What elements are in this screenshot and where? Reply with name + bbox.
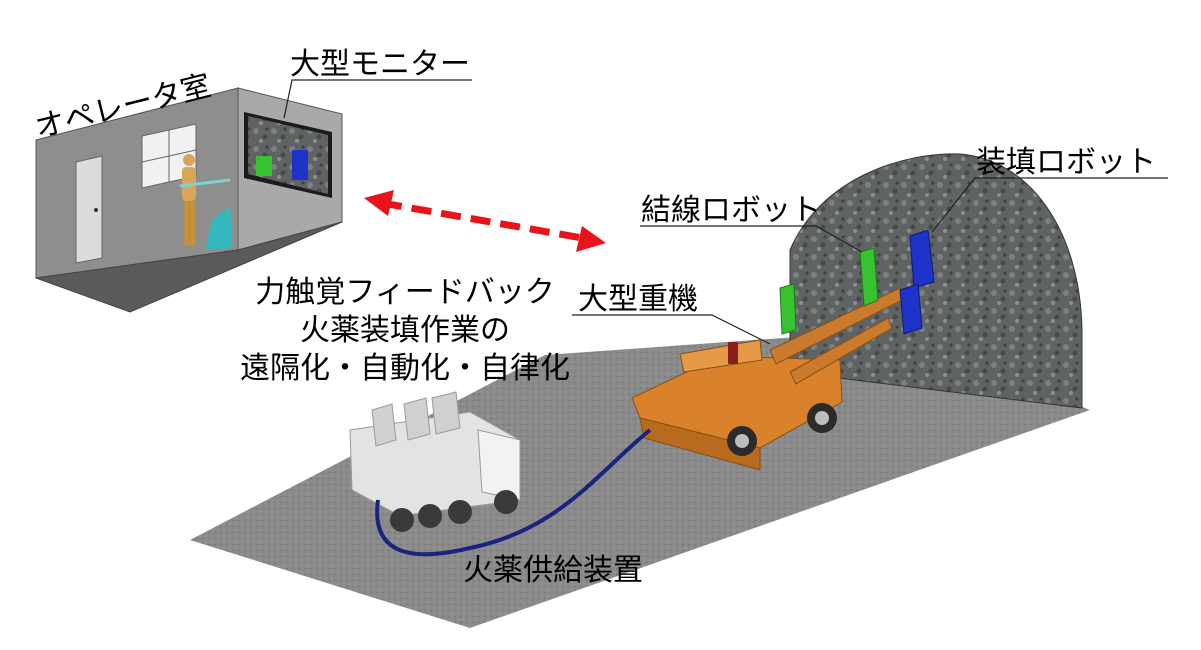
door xyxy=(76,156,102,263)
label-binding-robot: 結線ロボット xyxy=(641,193,821,228)
label-heavy-machine: 大型重機 xyxy=(578,282,698,317)
leader-heavy-machine xyxy=(572,315,770,344)
communication-arrow xyxy=(364,190,606,252)
label-explosive-supply: 火薬供給装置 xyxy=(463,553,643,588)
caption-line-1: 力触覚フィードバック xyxy=(255,275,554,310)
monitor-blue-robot-icon xyxy=(292,150,308,180)
monitor-green-robot-icon xyxy=(256,156,272,176)
caption-line-2: 火薬装填作業の xyxy=(300,313,510,348)
label-loading-robot: 装填ロボット xyxy=(976,145,1156,180)
label-large-monitor: 大型モニター xyxy=(290,47,470,82)
caption-line-3: 遠隔化・自動化・自律化 xyxy=(240,351,570,386)
